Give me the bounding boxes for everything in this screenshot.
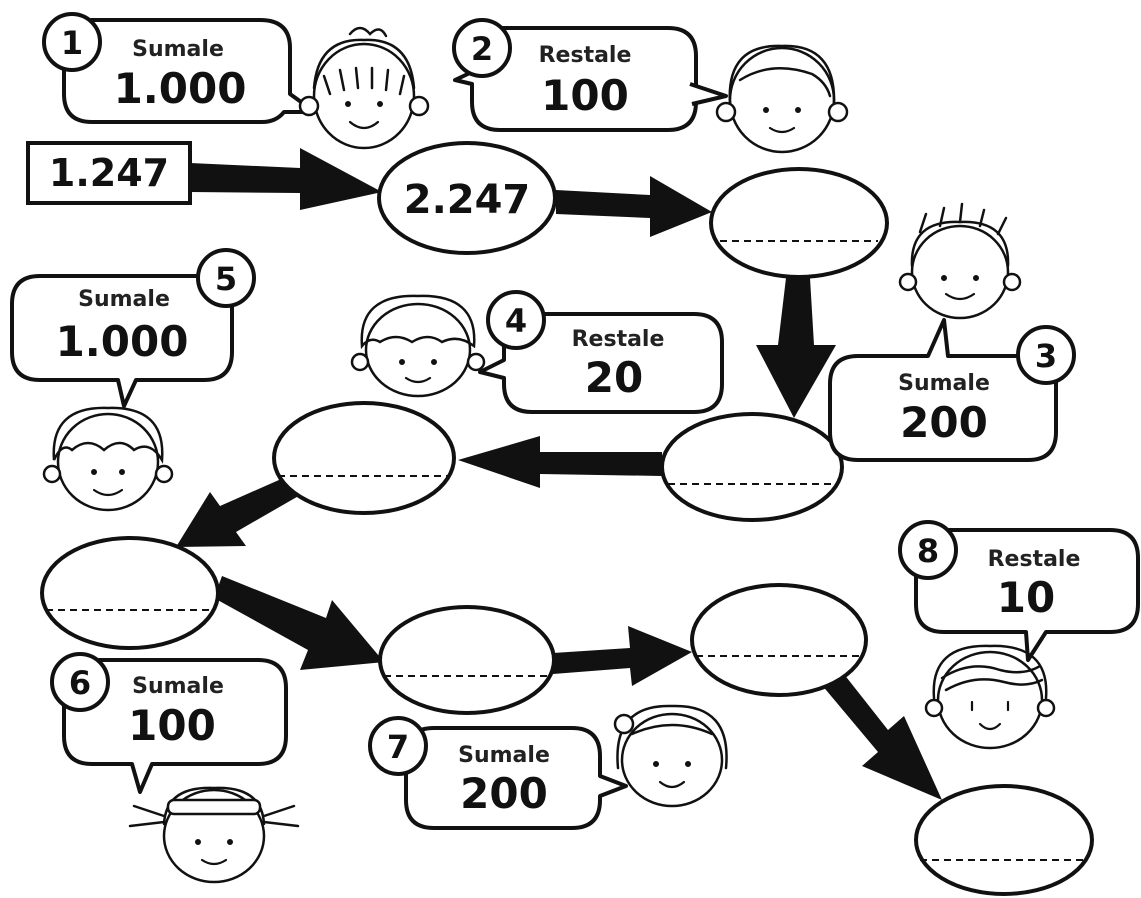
arrow-icon	[190, 148, 382, 210]
step-operation: Sumale	[458, 743, 550, 768]
step-amount: 200	[460, 769, 548, 818]
first-result-value: 2.247	[404, 177, 531, 223]
step-amount: 1.000	[56, 317, 189, 366]
step-number: 7	[387, 728, 409, 766]
step-number: 3	[1035, 337, 1057, 375]
child-face-icon	[613, 704, 728, 808]
arrow-icon	[553, 626, 692, 686]
step-bubble-8: 8 Restale 10	[898, 520, 1140, 662]
start-value-box: 1.247	[26, 141, 192, 205]
step-operation: Sumale	[132, 37, 224, 62]
step-operation: Restale	[539, 43, 632, 68]
step-operation: Sumale	[132, 674, 224, 699]
step-bubble-3: 3 Sumale 200	[828, 318, 1076, 462]
arrow-icon	[556, 176, 712, 237]
arrow-icon	[756, 278, 836, 418]
answer-oval[interactable]	[914, 784, 1094, 896]
step-number: 5	[215, 260, 237, 298]
child-face-icon	[298, 26, 430, 150]
step-bubble-2: 2 Restale 100	[452, 18, 728, 132]
step-operation: Restale	[572, 327, 665, 352]
arrows	[176, 148, 942, 800]
step-amount: 10	[997, 573, 1055, 622]
step-amount: 100	[128, 701, 216, 750]
step-operation: Restale	[988, 547, 1081, 572]
answer-oval[interactable]	[40, 536, 220, 650]
step-number: 6	[69, 664, 91, 702]
step-amount: 200	[900, 398, 988, 447]
step-number: 1	[61, 24, 83, 62]
step-operation: Sumale	[78, 287, 170, 312]
step-amount: 20	[585, 353, 643, 402]
step-bubble-6: 6 Sumale 100	[50, 652, 288, 794]
child-face-icon	[350, 294, 486, 398]
child-face-icon	[128, 786, 300, 884]
answer-oval[interactable]	[272, 401, 456, 515]
answer-oval[interactable]	[690, 583, 868, 697]
start-value: 1.247	[49, 151, 169, 195]
step-amount: 100	[541, 71, 629, 120]
step-number: 2	[471, 30, 493, 68]
arrow-icon	[214, 576, 384, 670]
answer-oval[interactable]	[378, 605, 556, 715]
arrow-icon	[458, 436, 662, 488]
child-face-icon	[42, 406, 174, 512]
step-bubble-5: 5 Sumale 1.000	[10, 248, 256, 408]
child-face-icon	[715, 44, 849, 154]
first-result-oval: 2.247	[377, 141, 557, 255]
step-bubble-7: 7 Sumale 200	[368, 716, 628, 830]
step-number: 4	[505, 302, 527, 340]
step-amount: 1.000	[114, 64, 247, 113]
arrow-icon	[816, 664, 942, 800]
child-face-icon	[924, 644, 1056, 750]
child-face-icon	[898, 202, 1022, 320]
step-operation: Sumale	[898, 371, 990, 396]
step-bubble-4: 4 Restale 20	[478, 290, 724, 414]
arrow-icon	[176, 476, 302, 547]
answer-oval[interactable]	[709, 167, 889, 279]
step-number: 8	[917, 532, 939, 570]
answer-oval[interactable]	[660, 412, 844, 522]
step-bubble-1: 1 Sumale 1.000	[42, 12, 317, 124]
